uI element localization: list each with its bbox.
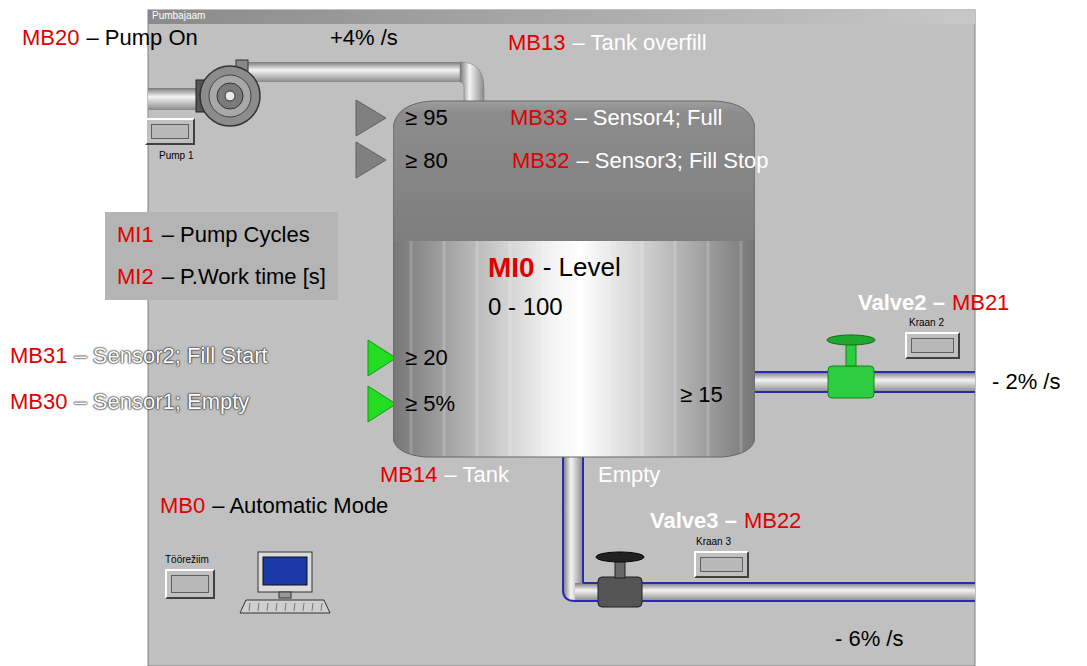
level-threshold: ≥ 95	[405, 105, 448, 131]
level-threshold: ≥ 15	[680, 382, 723, 408]
tag-address: MB31	[10, 343, 67, 369]
button-inset	[151, 124, 189, 139]
outlet-pipe	[240, 62, 462, 82]
button-face	[145, 118, 195, 145]
tag-description: – Pump On	[86, 25, 197, 51]
button-label: Kraan 3	[696, 536, 731, 548]
tag-description: – Automatic Mode	[212, 493, 388, 519]
valve2-symbol	[827, 335, 875, 398]
tag-address: MB33	[510, 105, 567, 131]
push-button: Kraan 2	[903, 316, 962, 361]
computer-icon	[240, 552, 330, 613]
push-button: Kraan 3	[692, 536, 751, 580]
push-button: Pump 1	[143, 118, 197, 164]
sensor-indicator	[368, 386, 396, 422]
tag-address: MB21	[952, 290, 1009, 316]
level-range: 0 - 100	[488, 293, 563, 322]
sensor-indicator	[356, 142, 386, 178]
valve-name: Valve3 –	[650, 508, 737, 534]
sensor-indicator	[356, 100, 386, 136]
button-label: Kraan 2	[909, 317, 944, 329]
tag-address: MB22	[744, 508, 801, 534]
tag-address: MB30	[10, 389, 67, 415]
pipe-elbow	[460, 62, 484, 104]
button-inset	[700, 557, 743, 572]
tag-address: MB13	[508, 30, 565, 56]
tag-address: MB32	[512, 148, 569, 174]
tag-address: MI1	[117, 222, 154, 248]
button-inset	[171, 575, 209, 593]
tag-address: MB20	[22, 25, 79, 51]
button-label: Töörežiim	[165, 554, 209, 566]
tag-description: Empty	[598, 462, 660, 488]
tag-address: MI2	[117, 264, 154, 290]
tag-description: – Tank overfill	[572, 30, 706, 56]
level-threshold: ≥ 20	[405, 345, 448, 371]
tag-description: – Pump Cycles	[162, 222, 310, 248]
push-button: Töörežiim	[165, 553, 217, 601]
button-inset	[911, 338, 954, 353]
flow-rate: - 6% /s	[835, 626, 903, 652]
tag-description: – Tank	[444, 462, 508, 488]
tag-description: – P.Work time [s]	[162, 264, 326, 290]
button-label: Pump 1	[159, 150, 193, 162]
tag-description: – Sensor1; Empty	[74, 389, 249, 415]
sensor-indicator	[368, 340, 396, 376]
flow-rate: +4% /s	[330, 25, 398, 51]
tag-address: MI0	[488, 251, 535, 285]
window-panel	[148, 10, 975, 666]
window-title: Pumbajaam	[152, 10, 205, 22]
button-face	[694, 551, 749, 578]
pump-symbol	[196, 60, 260, 126]
tag-address: MB0	[160, 493, 205, 519]
valve3-symbol	[596, 552, 644, 607]
title-bar	[148, 10, 975, 24]
outlet-bottom-pipe	[563, 450, 975, 601]
tag-description: – Sensor3; Fill Stop	[576, 148, 768, 174]
button-face	[905, 332, 960, 359]
flow-rate: - 2% /s	[992, 369, 1060, 395]
tag-description: – Sensor4; Full	[574, 105, 722, 131]
intake-pipe	[148, 88, 203, 110]
valve-name: Valve2 –	[858, 290, 945, 316]
level-threshold: ≥ 5%	[405, 391, 455, 417]
tag-description: – Sensor2; Fill Start	[74, 343, 267, 369]
button-face	[165, 569, 215, 599]
level-threshold: ≥ 80	[405, 148, 448, 174]
info-box: MI1 – Pump CyclesMI2 – P.Work time [s]	[105, 212, 338, 300]
tag-address: MB14	[380, 462, 437, 488]
tag-description: - Level	[543, 252, 621, 283]
